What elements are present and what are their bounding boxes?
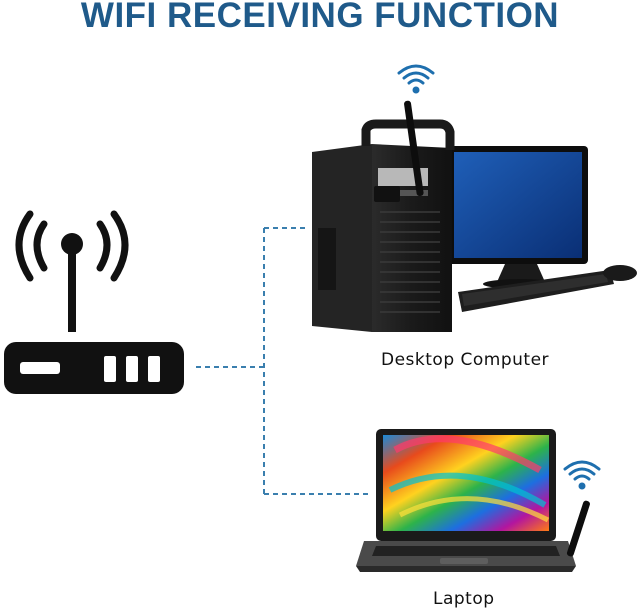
wifi-signal-icon — [397, 64, 435, 94]
desktop-computer-image — [312, 100, 637, 332]
connector-lines — [196, 227, 370, 495]
laptop-label: Laptop — [433, 589, 495, 609]
laptop-image — [356, 429, 590, 572]
wifi-router-icon — [4, 210, 184, 394]
desktop-computer-label: Desktop Computer — [381, 350, 550, 370]
page-title: WIFI RECEIVING FUNCTION — [80, 0, 560, 35]
wifi-signal-icon — [563, 460, 601, 490]
